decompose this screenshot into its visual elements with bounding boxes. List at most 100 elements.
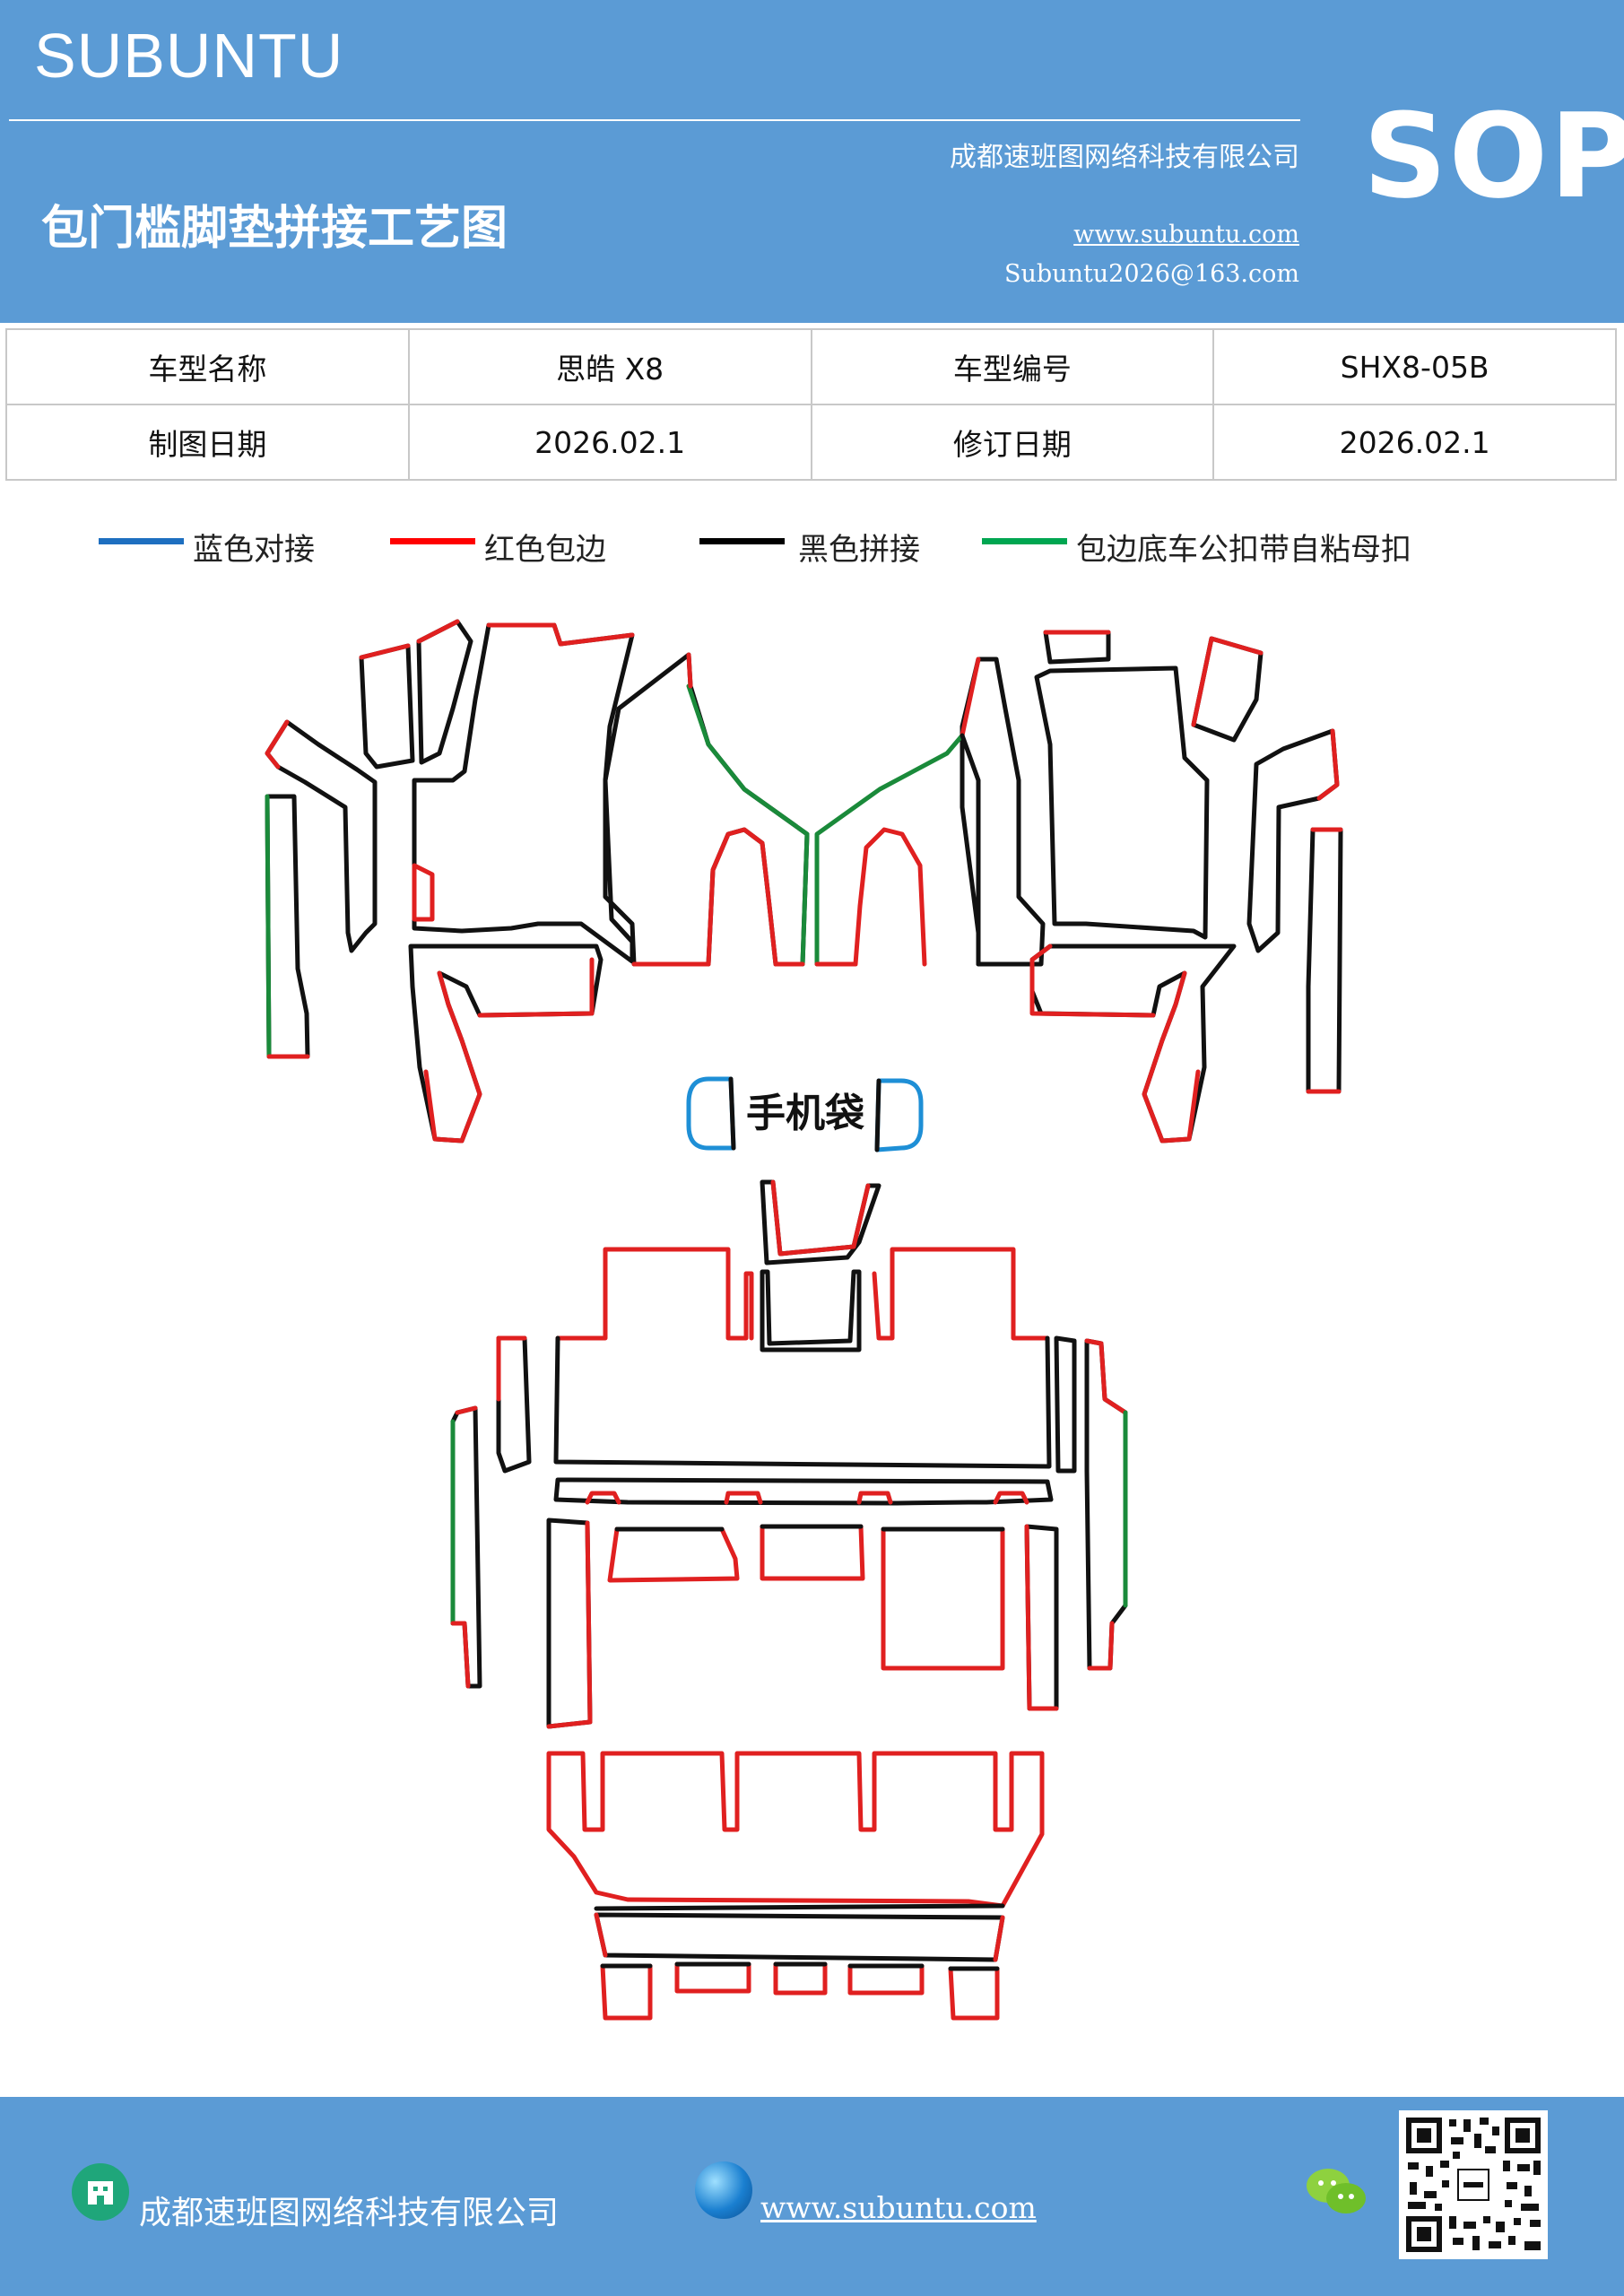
brand-name: SUBUNTU xyxy=(34,21,344,91)
table-cell: 2026.02.1 xyxy=(407,404,812,481)
upper-left-main-red xyxy=(486,622,635,647)
email-address: Subuntu2026@163.com xyxy=(1004,260,1299,288)
bottom-block-5 xyxy=(948,1966,1000,2021)
color-legend: 蓝色对接 红色包边 黑色拼接 包边底车公扣带自粘母扣 xyxy=(99,525,1533,570)
left-arm-red xyxy=(265,719,290,770)
header-banner: SUBUNTU 成都速班图网络科技有限公司 包门槛脚垫拼接工艺图 www.sub… xyxy=(0,0,1624,323)
legend-label: 包边底车公扣带自粘母扣 xyxy=(1076,532,1411,568)
upper-right-tall-black xyxy=(960,733,1008,967)
upper-right-pieces xyxy=(814,630,1343,1144)
table-cell: 车型名称 xyxy=(5,328,410,405)
footer-company: 成都速班图网络科技有限公司 xyxy=(139,2195,560,2231)
mid-panel-1 xyxy=(607,1526,740,1583)
footer-website-link[interactable]: www.subuntu.com xyxy=(760,2190,1037,2225)
right-inner-strip xyxy=(1054,1335,1077,1474)
left-mid-tall-red xyxy=(546,1520,593,1729)
phone-pocket-left-tab-edge xyxy=(728,1076,736,1151)
tunnel-top-red xyxy=(770,1179,871,1257)
mid-panel-2 xyxy=(760,1524,865,1581)
table-cell: 修订日期 xyxy=(810,404,1215,481)
left-outer-strip-red xyxy=(450,1405,478,1689)
upper-left-panel-a xyxy=(359,643,415,770)
upper-right-panel-a-red xyxy=(1191,636,1264,727)
rear-trunk-seam xyxy=(594,1903,1005,1911)
right-strip xyxy=(1306,827,1343,1094)
right-strip-red xyxy=(1306,827,1343,1094)
upper-left-tall-red xyxy=(686,652,693,689)
bottom-block-3 xyxy=(773,1961,828,1996)
upper-left-tall xyxy=(603,652,810,967)
lower-right-piece xyxy=(1029,944,1237,1144)
rear-floor-top-black xyxy=(553,1335,1052,1469)
upper-left-panel-b-red xyxy=(416,619,460,644)
lower-left-piece-red xyxy=(423,957,595,1144)
upper-left-main xyxy=(412,622,635,964)
rear-floor-top-red xyxy=(555,1247,1050,1341)
phone-pocket-label: 手机袋 xyxy=(746,1091,864,1136)
tunnel-mid-piece xyxy=(760,1269,862,1352)
table-row: 制图日期 2026.02.1 修订日期 2026.02.1 xyxy=(5,404,1617,481)
document-title: 包门槛脚垫拼接工艺图 xyxy=(41,201,508,256)
right-mid-tall-red xyxy=(1024,1524,1059,1711)
phone-pocket-left-tab xyxy=(686,1076,736,1151)
lower-floor-pieces xyxy=(450,1179,1128,2021)
left-inner-strip-red xyxy=(496,1335,527,1402)
lower-right-piece-red xyxy=(1029,944,1201,1144)
bottom-strip xyxy=(594,1912,1005,1962)
legend-swatch-black xyxy=(699,538,785,544)
phone-pocket-right-tab-edge xyxy=(874,1078,881,1152)
wechat-icon[interactable] xyxy=(1305,2164,1368,2218)
rear-trunk-piece xyxy=(546,1751,1045,1909)
right-arm-red xyxy=(1316,728,1340,801)
legend-swatch-green xyxy=(982,538,1067,544)
table-cell: 思皓 X8 xyxy=(407,328,812,405)
cross-bar xyxy=(553,1477,1054,1506)
bottom-blocks-top xyxy=(600,1961,1000,1971)
upper-right-tall xyxy=(960,657,1046,967)
left-strip-edge xyxy=(265,794,272,1059)
cross-bar-red-tabs xyxy=(585,1491,1029,1505)
vehicle-info-table: 车型名称 思皓 X8 车型编号 SHX8-05B 制图日期 2026.02.1 … xyxy=(5,328,1617,481)
bottom-block-4 xyxy=(847,1963,925,1996)
right-outer-strip-red xyxy=(1084,1338,1128,1671)
upper-left-arch-red xyxy=(706,827,805,967)
header-divider xyxy=(9,119,1300,121)
upper-right-panel-top xyxy=(1043,630,1111,665)
upper-left-tall-green xyxy=(686,683,810,967)
left-inner-strip xyxy=(496,1335,532,1474)
upper-right-main xyxy=(1034,665,1210,940)
building-icon xyxy=(72,2163,129,2221)
legend-swatch-red xyxy=(390,538,475,544)
upper-left-panel-b xyxy=(416,619,473,765)
website-link[interactable]: www.subuntu.com xyxy=(1073,221,1299,248)
upper-left-main-side-red xyxy=(412,863,435,922)
legend-swatch-blue xyxy=(99,538,184,544)
table-cell: 制图日期 xyxy=(5,404,410,481)
globe-icon xyxy=(695,2161,752,2219)
upper-right-tall-green xyxy=(814,733,965,967)
upper-right-tall-red xyxy=(814,657,981,967)
left-arm-piece xyxy=(265,719,378,953)
phone-pocket: 手机袋 xyxy=(686,1076,924,1152)
company-name: 成都速班图网络科技有限公司 xyxy=(950,142,1299,173)
left-strip xyxy=(265,794,310,1059)
upper-right-panel-a xyxy=(1191,636,1264,743)
mid-panel-3 xyxy=(881,1526,1005,1671)
right-arm-piece xyxy=(1246,728,1340,953)
floor-mat-splicing-diagram: 手机袋 xyxy=(265,619,1343,2021)
left-mid-tall xyxy=(546,1518,593,1729)
bottom-block-1 xyxy=(600,1963,653,2021)
upper-left-pieces xyxy=(265,619,810,1144)
bottom-strip-red xyxy=(594,1912,1005,1962)
bottom-block-2 xyxy=(674,1961,751,1994)
table-row: 车型名称 思皓 X8 车型编号 SHX8-05B xyxy=(5,328,1617,405)
legend-label: 蓝色对接 xyxy=(193,532,315,568)
phone-pocket-right-tab xyxy=(874,1078,924,1152)
table-cell: 2026.02.1 xyxy=(1212,404,1617,481)
table-cell: 车型编号 xyxy=(810,328,1215,405)
footer-bar: 成都速班图网络科技有限公司 www.subuntu.com xyxy=(0,2097,1624,2296)
table-cell: SHX8-05B xyxy=(1212,328,1617,405)
legend-label: 红色包边 xyxy=(484,532,606,568)
qr-code xyxy=(1399,2110,1548,2259)
legend-label: 黑色拼接 xyxy=(798,532,920,568)
